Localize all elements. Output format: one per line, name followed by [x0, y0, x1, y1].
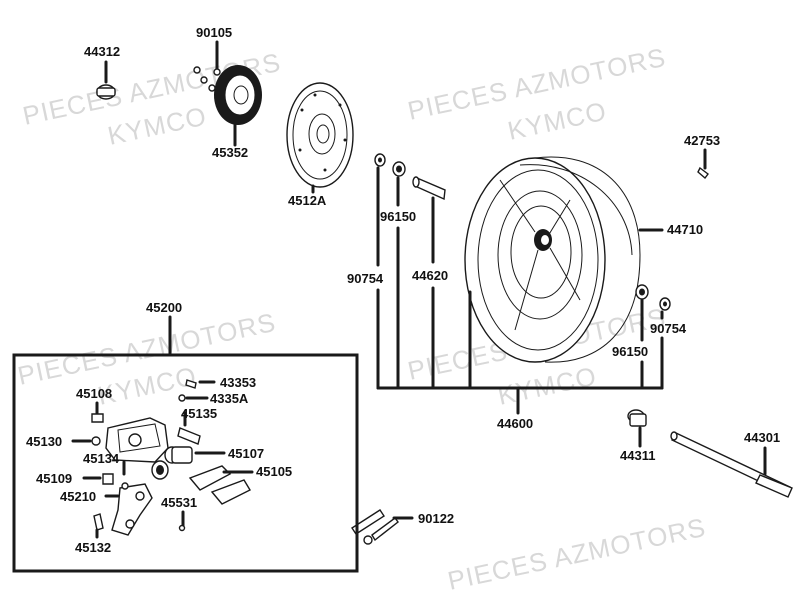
spacer-44620: 44620 [412, 176, 448, 390]
sprocket-45352: 45352 [212, 65, 262, 160]
valve-42753: 42753 [684, 133, 720, 180]
watermark-text: PIECES AZMOTORS [445, 512, 709, 596]
label-90754-right: 90754 [650, 321, 687, 336]
brake-disc-4512A: 4512A [286, 82, 354, 208]
label-44710: 44710 [667, 222, 703, 237]
label-45135: 45135 [181, 406, 217, 421]
cap-4335A: 4335A [178, 391, 249, 406]
washer-90754-left: 90754 [347, 153, 386, 390]
label-96150-left: 96150 [380, 209, 416, 224]
piston-45107: 45107 [164, 446, 264, 464]
label-90122: 90122 [418, 511, 454, 526]
axle-44301: 44301 [670, 430, 793, 498]
label-96150-right: 96150 [612, 344, 648, 359]
label-45107: 45107 [228, 446, 264, 461]
label-45210: 45210 [60, 489, 96, 504]
label-45132: 45132 [75, 540, 111, 555]
caliper-body [105, 417, 169, 463]
label-44600: 44600 [497, 416, 533, 431]
bolt-45132: 45132 [75, 513, 111, 555]
clip-45109: 45109 [36, 471, 114, 486]
label-4335A: 4335A [210, 391, 249, 406]
label-90754-left: 90754 [347, 271, 384, 286]
seal-45134: 45134 [83, 451, 169, 480]
caliper-assembly-45200: 45200 [12, 300, 359, 573]
washer-90754-right: 90754 [650, 297, 687, 390]
pin-45108: 45108 [76, 386, 112, 423]
collar-44311: 44311 [620, 409, 655, 463]
collar-44312: 44312 [84, 44, 120, 100]
bolt-90122: 90122 [351, 509, 454, 545]
label-43353: 43353 [220, 375, 256, 390]
label-45130: 45130 [26, 434, 62, 449]
label-44312: 44312 [84, 44, 120, 59]
pads-45105: 45105 [188, 464, 292, 505]
label-44311: 44311 [620, 448, 655, 463]
watermark-text: KYMCO [495, 361, 599, 411]
label-44301: 44301 [744, 430, 780, 445]
bracket-45210: 45210 [60, 482, 153, 536]
collar-96150-right: 96150 [612, 284, 649, 390]
label-4512A: 4512A [288, 193, 327, 208]
assembly-bracket-44600: 44600 [376, 386, 664, 431]
pin-45531: 45531 [161, 495, 197, 532]
label-45108: 45108 [76, 386, 112, 401]
label-45109: 45109 [36, 471, 72, 486]
label-45200: 45200 [146, 300, 182, 315]
label-45105: 45105 [256, 464, 292, 479]
screw-43353: 43353 [185, 375, 256, 390]
label-90105: 90105 [196, 25, 232, 40]
bolt-45135: 45135 [177, 406, 217, 445]
wheel-tire-44710: 44710 [464, 156, 703, 390]
watermark-text: KYMCO [505, 96, 609, 146]
bolt-45130: 45130 [26, 434, 101, 449]
label-45134: 45134 [83, 451, 120, 466]
label-42753: 42753 [684, 133, 720, 148]
label-44620: 44620 [412, 268, 448, 283]
collar-96150-left: 96150 [380, 161, 416, 390]
label-45531: 45531 [161, 495, 197, 510]
label-45352: 45352 [212, 145, 248, 160]
